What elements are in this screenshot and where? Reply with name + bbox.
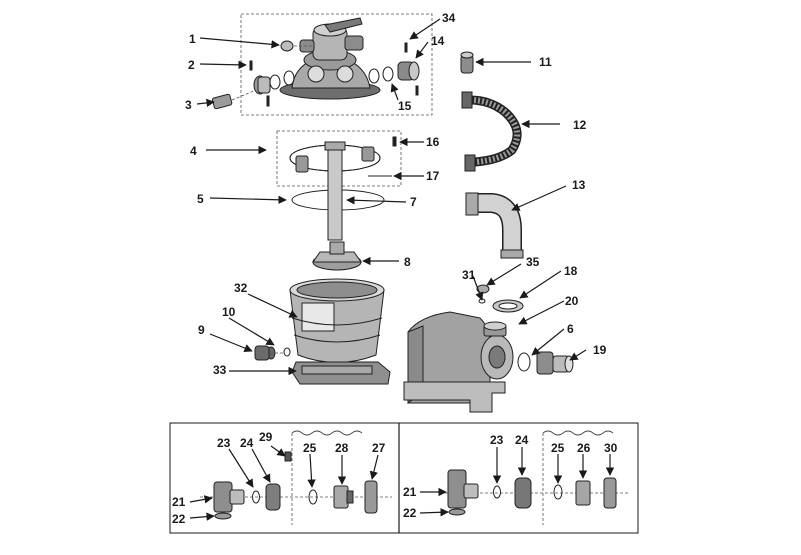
label-17: 17 [426,169,440,183]
multiport-valve [279,17,381,100]
label-23-left: 23 [217,436,231,450]
label-10: 10 [222,305,236,319]
label-3: 3 [185,98,192,112]
drain-plug [254,345,284,361]
hose-adapter [460,51,474,74]
label-21-right: 21 [403,485,417,499]
inset-left-callouts: 21 22 23 24 29 25 28 27 [172,430,386,526]
label-25-right: 25 [551,441,565,455]
label-24-left: 24 [240,436,254,450]
inset-right-wall [440,430,630,525]
label-8: 8 [404,255,411,269]
label-30: 30 [604,441,618,455]
label-12: 12 [573,118,587,132]
label-15: 15 [398,99,412,113]
label-24-right: 24 [515,433,529,447]
corrugated-hose [461,91,522,172]
tank-base [291,361,391,385]
label-33: 33 [213,363,227,377]
label-25-left: 25 [303,441,317,455]
label-19: 19 [593,343,607,357]
valve-small-parts [211,40,420,110]
label-7: 7 [410,195,417,209]
label-26: 26 [577,441,591,455]
label-5: 5 [197,192,204,206]
inset-panels [169,422,639,534]
label-22-right: 22 [403,506,417,520]
inset-right-parts [447,469,617,516]
callout-lines [196,18,587,376]
label-31: 31 [462,268,476,282]
label-4: 4 [190,144,197,158]
inset-left-parts [213,451,378,520]
label-28: 28 [335,441,349,455]
label-35: 35 [526,255,540,269]
label-13: 13 [572,178,586,192]
standpipe [324,141,346,241]
label-32: 32 [234,281,248,295]
label-23-right: 23 [490,433,504,447]
filter-tank [266,278,385,363]
label-2: 2 [188,58,195,72]
label-14: 14 [431,34,445,48]
label-9: 9 [198,323,205,337]
lateral-assembly [312,241,362,271]
label-22-left: 22 [172,512,186,526]
callout-labels: 1 2 3 34 14 15 11 12 4 16 17 13 5 7 8 35… [185,11,607,377]
label-1: 1 [189,32,196,46]
inset-right-callouts: 21 22 23 24 25 26 30 [403,433,618,520]
pump [403,311,514,413]
label-18: 18 [564,264,578,278]
label-6: 6 [567,322,574,336]
elbow-pipe [465,192,524,259]
label-29: 29 [259,430,273,444]
label-34: 34 [442,11,456,25]
label-20: 20 [565,294,579,308]
label-21-left: 21 [172,495,186,509]
label-16: 16 [426,135,440,149]
label-11: 11 [539,55,552,69]
valve-group-box [240,13,433,116]
label-27: 27 [372,441,386,455]
pump-fittings [476,284,574,375]
